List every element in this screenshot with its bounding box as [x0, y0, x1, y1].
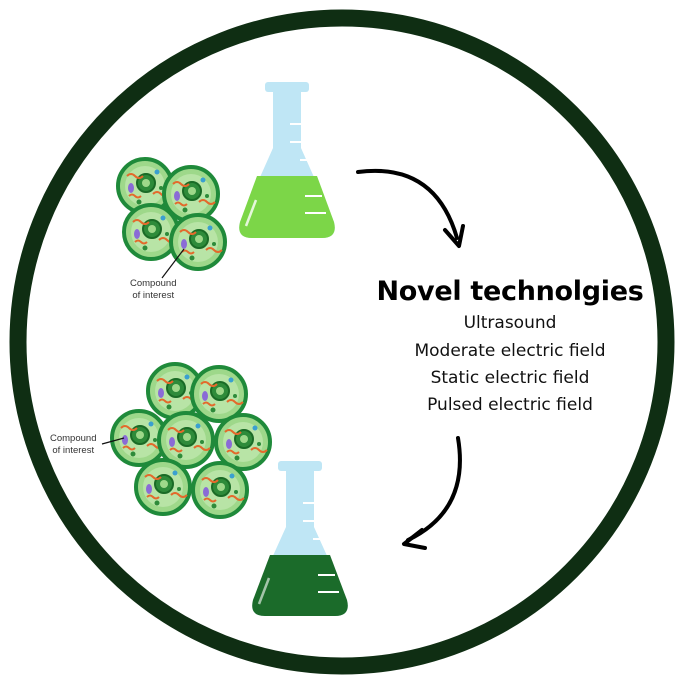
curved-arrow-icon — [402, 436, 462, 550]
compound-pointer-line — [161, 248, 185, 279]
technology-item: Ultrasound — [463, 313, 557, 333]
compound-label-top: Compound of interest — [130, 278, 177, 301]
technology-item: Pulsed electric field — [427, 395, 593, 415]
flask-icon — [252, 461, 348, 616]
heading: Novel technolgies — [376, 276, 644, 307]
flask-icon — [239, 82, 335, 238]
technology-item: Static electric field — [430, 368, 590, 388]
curved-arrow-icon — [356, 168, 465, 248]
compound-label-bottom: Compound of interest — [50, 433, 97, 456]
plant-cell-icon — [116, 157, 227, 271]
compound-pointer-line — [101, 437, 125, 445]
technology-item: Moderate electric field — [414, 341, 606, 361]
